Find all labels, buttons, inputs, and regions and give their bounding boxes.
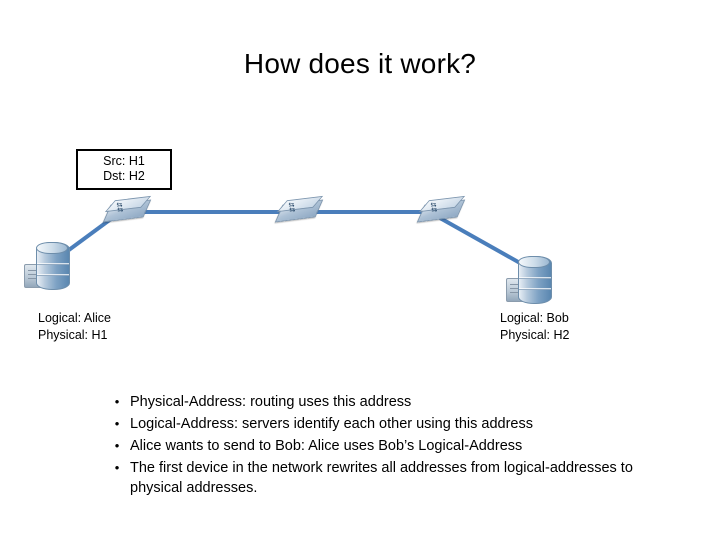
page-title: How does it work? [243,48,477,79]
server-icon-alice [24,240,70,296]
bob-logical-label: Logical: Bob [500,311,569,325]
network-diagram: Src: H1 Dst: H2 ⇆⇆ ⇆⇆ ⇆⇆ [0,130,720,370]
network-switch-icon-2: ⇆⇆ [274,195,324,226]
list-item: • Logical-Address: servers identify each… [104,414,684,434]
bullet-text: Physical-Address: routing uses this addr… [130,394,412,410]
bullet-text: Alice wants to send to Bob: Alice uses B… [130,438,523,454]
bullet-list: • Physical-Address: routing uses this ad… [104,392,684,500]
bullet-marker: • [114,438,120,453]
alice-physical-label: Physical: H1 [38,328,108,342]
alice-logical-label: Logical: Alice [38,311,111,325]
packet-header-box: Src: H1 Dst: H2 [76,149,172,190]
bullet-text: Logical-Address: servers identify each o… [130,416,533,432]
host-caption-bob: Logical: Bob Physical: H2 [500,310,569,344]
bullet-text: The first device in the network rewrites… [130,460,633,496]
packet-dst-label: Dst: H2 [103,169,145,183]
bob-physical-label: Physical: H2 [500,328,570,342]
bullet-marker: • [114,460,120,475]
list-item: • The first device in the network rewrit… [104,458,684,498]
network-switch-icon-3: ⇆⇆ [416,195,466,226]
server-cylinder [518,256,552,304]
server-cylinder [36,242,70,290]
list-item: • Alice wants to send to Bob: Alice uses… [104,436,684,456]
bullet-marker: • [114,416,120,431]
list-item: • Physical-Address: routing uses this ad… [104,392,684,412]
host-caption-alice: Logical: Alice Physical: H1 [38,310,111,344]
bullet-marker: • [114,394,120,409]
network-switch-icon-1: ⇆⇆ [102,195,152,226]
server-icon-bob [506,254,552,310]
packet-src-label: Src: H1 [103,154,145,168]
